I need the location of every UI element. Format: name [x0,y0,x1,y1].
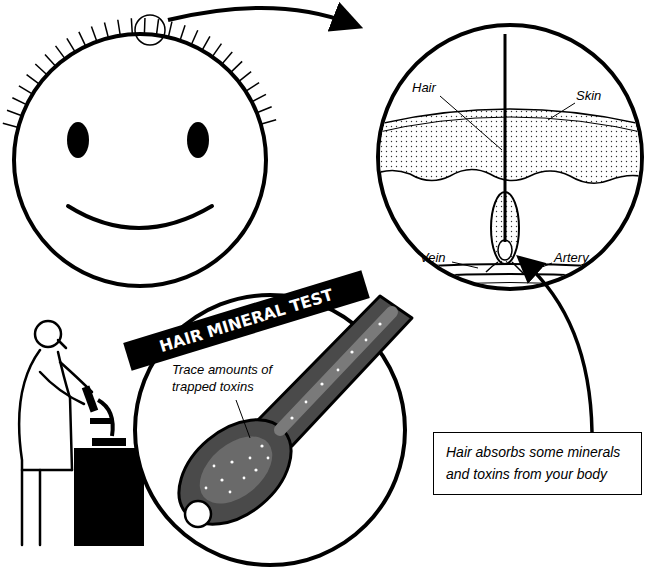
title-banner: HAIR MINERAL TEST [123,270,369,370]
skin-layer [370,117,649,134]
part-label: Vein [420,250,446,267]
part-label: Hair [412,80,436,97]
hair-highlight [135,15,165,45]
vessel-line [370,283,649,289]
face-circle [14,34,266,286]
face-eye [67,122,89,158]
part-label: Skin [576,88,601,105]
leader-line [236,400,250,438]
leader-line [548,103,575,120]
leader-line [440,96,502,150]
callout-arrow [524,262,592,432]
part-label: Artery [554,250,589,267]
node-text: HAIR MINERAL TEST [157,285,335,356]
face-eye [187,122,209,158]
node-text: Hair absorbs some minerals and toxins fr… [446,442,629,485]
vessel-branch [486,262,498,272]
zoom-arrow [168,8,352,24]
face-smile [68,206,212,228]
microscope [82,385,126,446]
lab-table [74,448,144,546]
leader-line [452,262,478,268]
skin-band [370,109,649,183]
note-label: Trace amounts of trapped toxins [172,362,280,396]
hair-bulb [498,240,512,260]
vein-line [370,264,649,270]
skin-section [370,109,649,288]
vessel-branch [512,262,524,274]
artery-line [370,274,649,280]
callout-box: Hair absorbs some minerals and toxins fr… [433,432,642,495]
hair-shaft [504,34,507,242]
